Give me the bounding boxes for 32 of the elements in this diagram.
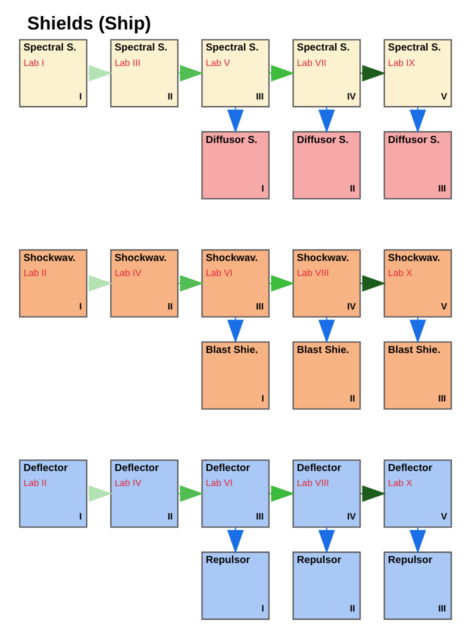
node-box: Diffusor S. II bbox=[292, 131, 361, 200]
arrow bbox=[178, 64, 204, 82]
node-box: Spectral S. Lab III II bbox=[110, 39, 178, 108]
node-box: Shockwav. Lab II I bbox=[19, 249, 88, 318]
node-box: Blast Shie. III bbox=[384, 341, 452, 410]
node-box: Deflector Lab VIII IV bbox=[292, 459, 361, 528]
node-box: Shockwav. Lab VIII IV bbox=[292, 249, 361, 318]
node-box: Deflector Lab VI III bbox=[201, 459, 270, 528]
arrow bbox=[360, 64, 386, 82]
diagram-title: Shields (Ship) bbox=[27, 12, 152, 34]
node-box: Repulsor I bbox=[201, 552, 270, 620]
node-box: Repulsor III bbox=[384, 552, 452, 620]
arrow bbox=[410, 316, 426, 344]
node-box: Shockwav. Lab X V bbox=[384, 249, 452, 318]
node-box: Spectral S. Lab VII IV bbox=[292, 39, 361, 108]
node-box: Diffusor S. III bbox=[384, 131, 452, 200]
node-box: Repulsor II bbox=[292, 552, 361, 620]
node-box: Spectral S. Lab I I bbox=[19, 39, 88, 108]
node-box: Blast Shie. I bbox=[201, 341, 270, 410]
node-box: Blast Shie. II bbox=[292, 341, 361, 410]
node-box: Shockwav. Lab VI III bbox=[201, 249, 270, 318]
node-box: Deflector Lab IV II bbox=[110, 459, 178, 528]
node-box: Shockwav. Lab IV II bbox=[110, 249, 178, 318]
arrow bbox=[87, 64, 112, 82]
node-box: Deflector Lab X V bbox=[384, 459, 452, 528]
node-box: Spectral S. Lab V III bbox=[201, 39, 270, 108]
arrow bbox=[269, 64, 295, 82]
node-box: Deflector Lab II I bbox=[19, 459, 88, 528]
arrow bbox=[410, 527, 426, 554]
node-box: Spectral S. Lab IX V bbox=[384, 39, 452, 108]
node-box: Diffusor S. I bbox=[201, 131, 270, 200]
arrow bbox=[410, 106, 426, 134]
